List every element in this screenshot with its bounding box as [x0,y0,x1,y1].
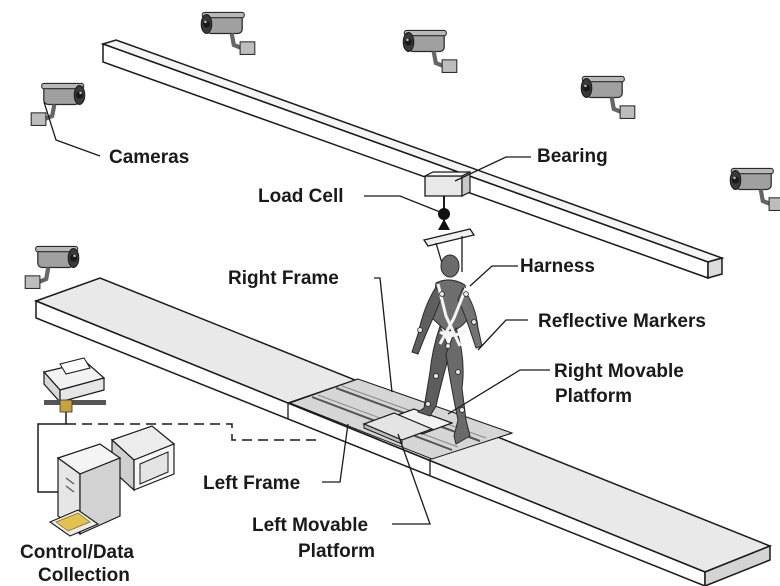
right-movable-platform-label-line2: Platform [555,386,632,407]
left-frame-label: Left Frame [203,473,300,494]
right-frame-label: Right Frame [228,268,339,289]
control-data-collection-label-line2: Collection [38,565,130,586]
security-camera-icon [201,12,255,54]
bearing-block [424,171,471,197]
computer-tower-icon [48,443,122,537]
security-camera-icon [403,30,457,72]
security-camera-icon [581,76,635,118]
right-movable-platform-label-line1: Right Movable [554,361,684,382]
harness-label: Harness [520,256,595,277]
security-camera-icon [730,168,780,210]
cable-lines [37,412,320,493]
leader-lines [43,101,550,525]
cameras-label: Cameras [109,147,189,168]
reflective-markers-label: Reflective Markers [538,311,706,332]
printer-icon [42,357,106,413]
bearing-label: Bearing [537,146,608,167]
left-movable-platform-label-line1: Left Movable [252,515,368,536]
monitor-icon [110,425,176,492]
overhead-beam [100,39,725,280]
load-cell [438,196,450,230]
control-data-collection-label-line1: Control/Data [20,542,134,563]
security-camera-icon [25,246,79,288]
security-camera-icon [31,83,85,125]
walking-person-icon [411,254,483,445]
load-cell-label: Load Cell [258,186,344,207]
left-movable-platform-label-line2: Platform [298,541,375,562]
